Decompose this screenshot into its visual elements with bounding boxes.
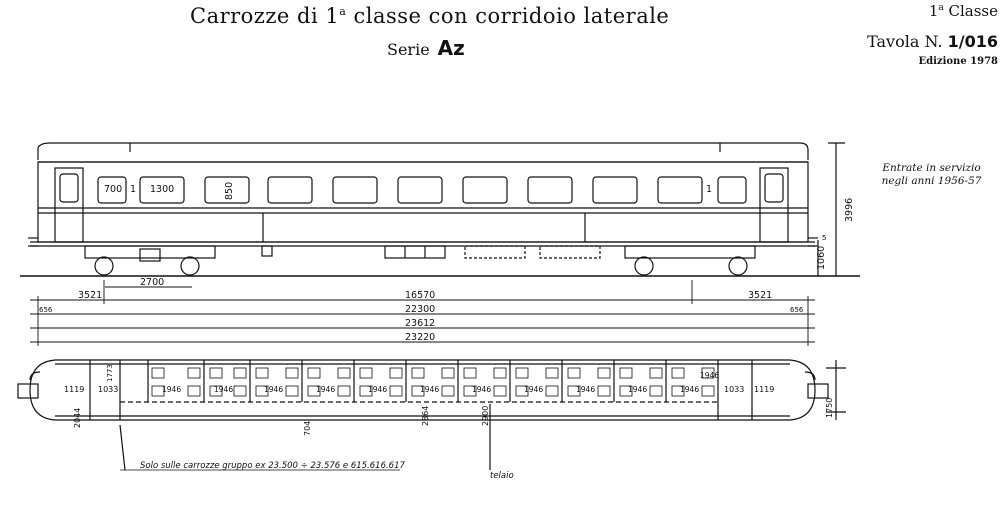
dim-over-buffers: 23612 (405, 318, 435, 329)
plan-footnote: Solo sulle carrozze gruppo ex 23.500 ÷ 2… (140, 461, 405, 471)
dim-overhang-left: 3521 (78, 290, 102, 301)
dim-body-length: 22300 (405, 304, 435, 315)
dim-compartment-10: 1946 (628, 385, 647, 394)
dim-outer-width: 2900 (481, 406, 490, 426)
dim-compartment-5: 1946 (368, 385, 387, 394)
page-title: Carrozze di 1a classe con corridoio late… (190, 4, 670, 28)
dim-window-wide: 1300 (150, 184, 174, 195)
class-mark-right: 1 (706, 184, 712, 195)
dim-bogie-pivot: 16570 (405, 290, 435, 301)
dim-floor-height: 1060 (816, 246, 827, 270)
frame-label: telaio (490, 471, 514, 481)
class-label: 1a Classe (928, 2, 998, 20)
edition-label: Edizione 1978 (918, 56, 998, 67)
dim-compartment-7: 1946 (472, 385, 491, 394)
dim-corridor-width: 2044 (73, 408, 82, 428)
series-value: Az (437, 36, 465, 60)
dim-overhang-right: 3521 (748, 290, 772, 301)
dim-vestibule-left: 1119 (64, 385, 84, 394)
dim-compartment-2: 1946 (214, 385, 233, 394)
dim-inner-width: 2864 (421, 406, 430, 426)
dim-corridor-704: 704 (303, 421, 312, 436)
dim-toilet-right: 1033 (724, 385, 744, 394)
dim-compartment-3: 1946 (264, 385, 283, 394)
dim-toilet-left: 1033 (98, 385, 118, 394)
dim-window-narrow: 700 (104, 184, 122, 195)
dim-buffer-right: 656 (790, 306, 804, 314)
side-elevation (28, 142, 818, 259)
dim-window-height: 850 (224, 182, 235, 200)
dim-compartment-1: 1946 (162, 385, 181, 394)
plate-number: Tavola N. 1/016 (867, 32, 998, 51)
dim-end-width: 1750 (825, 398, 834, 418)
dim-wheelbase: 2700 (140, 277, 164, 288)
dim-vestibule-right: 1119 (754, 385, 774, 394)
dim-compartment-8: 1946 (524, 385, 543, 394)
dim-height-total: 3996 (844, 198, 855, 222)
plan-view (17, 359, 846, 471)
dim-compartment-4: 1946 (316, 385, 335, 394)
dim-buffer-left: 656 (39, 306, 53, 314)
dim-compartment-11: 1946 (680, 385, 699, 394)
dim-compartment-6: 1946 (420, 385, 439, 394)
class-mark-left: 1 (130, 184, 136, 195)
dim-step: 5 (822, 234, 826, 242)
dim-compartment-9: 1946 (576, 385, 595, 394)
dim-compartment-12: 1946 (700, 371, 719, 380)
bogie-left (84, 245, 216, 276)
dim-length-23220: 23220 (405, 332, 435, 343)
dim-toilet-width: 1773 (106, 364, 114, 382)
bogie-right (624, 245, 756, 276)
